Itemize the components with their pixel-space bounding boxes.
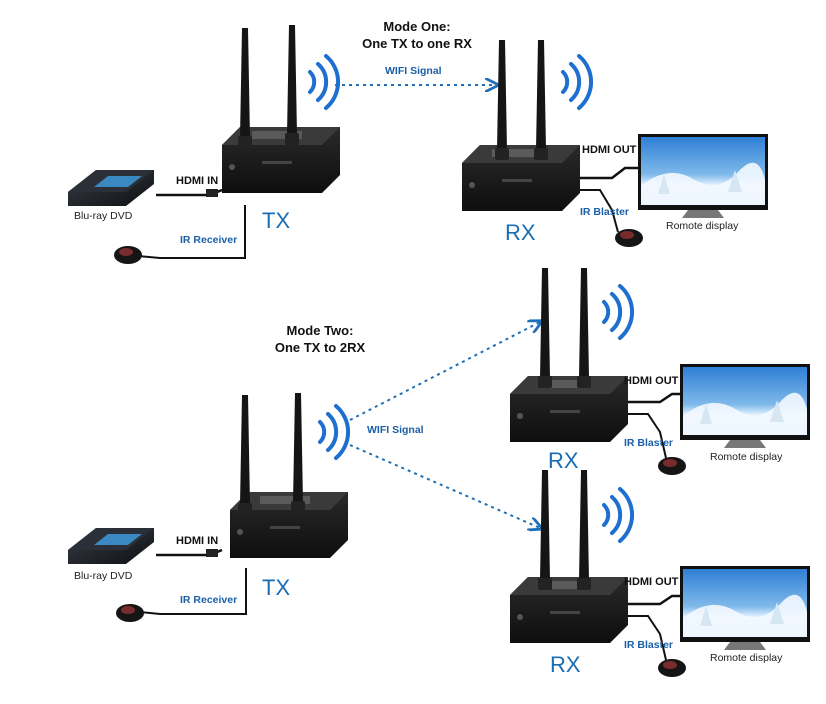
remote-display-label: Romote display: [666, 220, 739, 232]
wifi-signal-arrow-rx1: [349, 322, 540, 421]
hdmi-out-cable: [628, 392, 680, 404]
wifi-signal-label: WIFI Signal: [385, 65, 442, 77]
hdmi-out-cable: [628, 594, 680, 606]
ir-receiver-cable: [139, 568, 247, 615]
rx2-label: RX: [550, 652, 581, 677]
tv-icon: [680, 364, 810, 448]
rx-label: RX: [505, 220, 536, 245]
mode-two-title: Mode Two: One TX to 2RX: [255, 322, 385, 356]
mode-one-title: Mode One: One TX to one RX: [352, 18, 482, 52]
tx-label: TX: [262, 208, 291, 233]
wifi-waves-icon: [602, 487, 635, 543]
ir-receiver-label: IR Receiver: [180, 234, 238, 246]
rx1-remote-display-label: Romote display: [710, 451, 783, 463]
ir-blaster-label: IR Blaster: [580, 206, 630, 218]
antenna-icon: [534, 40, 548, 160]
ir-sensor-icon: [615, 229, 643, 247]
ir-blaster-cable: [628, 413, 667, 459]
ir-receiver-cable: [137, 205, 246, 259]
mode-two-title-line2: One TX to 2RX: [274, 340, 366, 355]
tv-icon: [680, 566, 810, 650]
antenna-icon: [495, 40, 509, 160]
hdmi-out-cable: [580, 166, 638, 180]
tx-unit-mode-one: [222, 25, 340, 193]
antenna-icon: [538, 268, 552, 388]
hdmi-in-label: HDMI IN: [176, 535, 219, 547]
rx1-ir-blaster-label: IR Blaster: [624, 437, 674, 449]
blu-ray-player-icon: [68, 170, 154, 206]
blu-ray-player-icon: [68, 528, 154, 564]
ir-sensor-icon: [114, 246, 142, 264]
ir-receiver-label: IR Receiver: [180, 594, 238, 606]
mode-one-title-line2: One TX to one RX: [362, 36, 472, 51]
tv-icon: [638, 134, 768, 218]
wifi-waves-icon: [602, 284, 635, 340]
wifi-signal-label: WIFI Signal: [367, 424, 424, 436]
ir-blaster-cable: [628, 615, 667, 661]
rx-unit-mode-one: [462, 40, 580, 211]
wifi-waves-icon: [561, 54, 594, 110]
ir-sensor-icon: [658, 457, 686, 475]
blu-ray-label: Blu-ray DVD: [74, 570, 133, 582]
wifi-waves-icon: [308, 54, 341, 110]
antenna-icon: [538, 470, 552, 590]
blu-ray-label: Blu-ray DVD: [74, 210, 133, 222]
rx2-remote-display-label: Romote display: [710, 652, 783, 664]
ir-sensor-icon: [116, 604, 144, 622]
mode-one-title-line1: Mode One:: [383, 19, 451, 34]
rx1-hdmi-out-label: HDMI OUT: [624, 375, 679, 387]
rx1-label: RX: [548, 448, 579, 473]
ir-blaster-cable: [580, 189, 619, 233]
antenna-icon: [577, 268, 591, 388]
rx2-hdmi-out-label: HDMI OUT: [624, 576, 679, 588]
wifi-waves-icon: [318, 404, 351, 460]
rx2-ir-blaster-label: IR Blaster: [624, 639, 674, 651]
hdmi-out-label: HDMI OUT: [582, 144, 637, 156]
antenna-icon: [577, 470, 591, 590]
wifi-signal-arrow-rx2: [349, 444, 540, 528]
mode-two-title-line1: Mode Two:: [286, 323, 354, 338]
ir-sensor-icon: [658, 659, 686, 677]
tx-label: TX: [262, 575, 291, 600]
hdmi-in-label: HDMI IN: [176, 175, 219, 187]
